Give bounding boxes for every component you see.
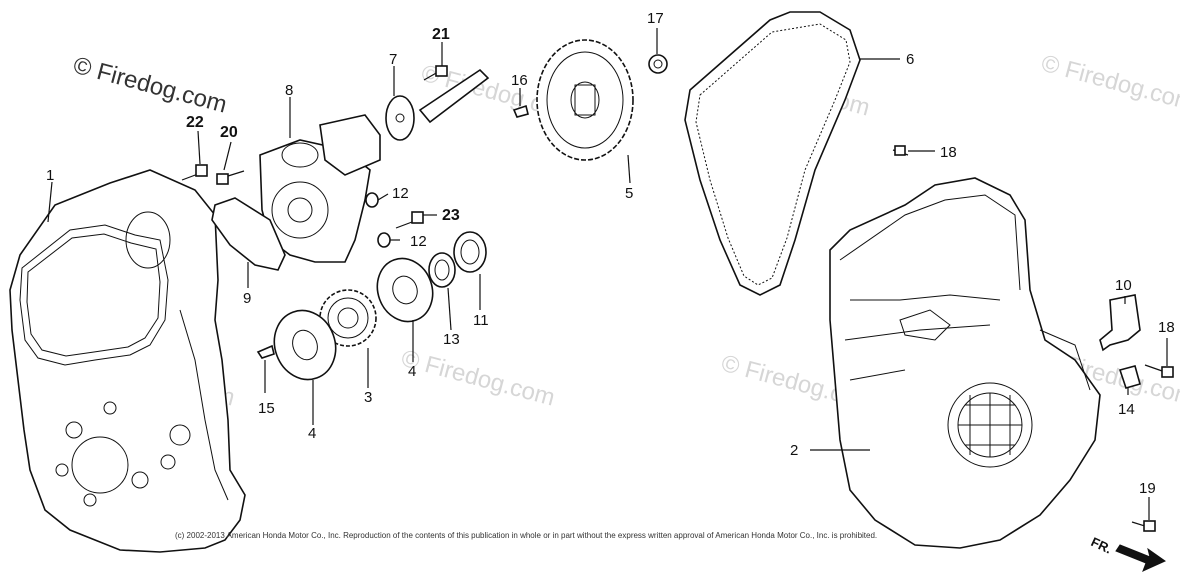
part-4-pulley-flange-lower (273, 309, 337, 381)
callout-14: 14 (1118, 401, 1135, 418)
part-1-back-plate (9, 169, 246, 553)
part-8-water-pump (259, 114, 381, 263)
watermark: © Firedog.com (1038, 50, 1180, 117)
callout-15: 15 (258, 400, 275, 417)
part-2-timing-cover (829, 177, 1101, 549)
callout-7: 7 (389, 51, 397, 68)
callout-5: 5 (625, 185, 633, 202)
callout-10: 10 (1115, 277, 1132, 294)
part-10-bracket (1099, 294, 1141, 352)
part-22-bolt (181, 164, 208, 181)
callout-17: 17 (647, 10, 664, 27)
callout-18: 18 (1158, 319, 1175, 336)
callout-1: 1 (46, 167, 54, 184)
callout-8: 8 (285, 82, 293, 99)
callout-18: 18 (940, 144, 957, 161)
part-15-key (256, 344, 275, 359)
part-18-bolt-lower (1144, 364, 1174, 378)
callout-20: 20 (220, 124, 238, 141)
part-14-clip (1118, 365, 1141, 389)
front-direction-indicator: FR. (1089, 534, 1167, 572)
callout-19: 19 (1139, 480, 1156, 497)
callout-4: 4 (408, 363, 416, 380)
part-9-o-ring (211, 197, 286, 271)
callout-9: 9 (243, 290, 251, 307)
front-label: FR. (1089, 534, 1114, 556)
callout-22: 22 (186, 114, 204, 131)
callout-23: 23 (442, 207, 460, 224)
part-4-pulley-flange-upper (376, 257, 434, 323)
watermark-dark: © Firedog.com (70, 52, 229, 119)
callout-16: 16 (511, 72, 528, 89)
part-7-shaft (385, 68, 490, 141)
callout-11: 11 (473, 312, 489, 329)
callout-13: 13 (443, 331, 460, 348)
part-20-bolt (216, 170, 245, 185)
part-18-bolt-upper (892, 145, 909, 156)
part-19-bolt (1131, 520, 1156, 532)
part-17-nut (648, 54, 668, 74)
callouts: 1 2 3 4 4 5 6 7 8 9 10 11 12 12 13 14 15… (46, 10, 1175, 497)
part-11-nut (453, 231, 487, 273)
part-12-washer-lower (377, 232, 391, 248)
front-arrow-icon (1115, 544, 1167, 572)
watermark: © Firedog.com (398, 345, 557, 412)
callout-6: 6 (906, 51, 914, 68)
callout-12: 12 (410, 233, 427, 250)
part-5-cam-pulley (536, 39, 634, 161)
part-6-timing-belt (684, 11, 861, 296)
leader-lines (47, 28, 1168, 520)
callout-2: 2 (790, 442, 798, 459)
callout-3: 3 (364, 389, 372, 406)
part-13-washer-plate (428, 252, 456, 288)
part-12-washer-upper (365, 192, 379, 208)
part-16-key (512, 104, 529, 118)
callout-4: 4 (308, 425, 316, 442)
callout-12: 12 (392, 185, 409, 202)
callout-21: 21 (432, 26, 450, 43)
copyright-notice: (c) 2002-2013 American Honda Motor Co., … (175, 531, 877, 540)
part-23-bolt (395, 211, 424, 229)
